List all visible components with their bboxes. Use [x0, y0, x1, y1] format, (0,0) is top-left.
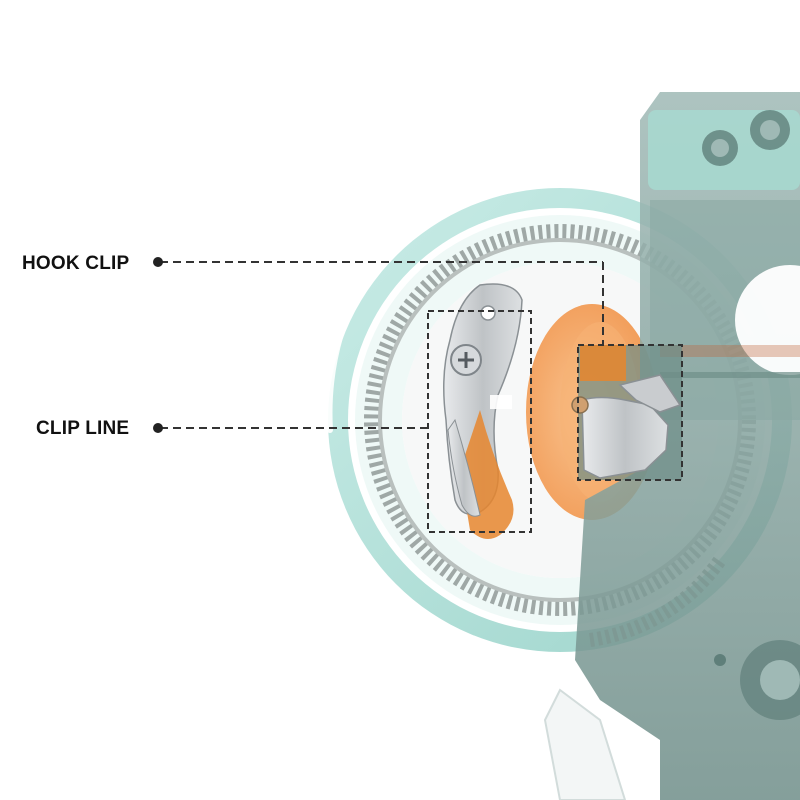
callout-line-hook-clip: [160, 261, 604, 345]
highlight-box-clip-line: [427, 310, 532, 533]
lower-gear-teeth: [588, 555, 726, 647]
clip-line-blade: [443, 283, 523, 539]
right-housing: [575, 92, 800, 800]
screw-icon: [450, 344, 482, 376]
callout-dot-icon: [153, 257, 163, 267]
highlight-box-hook-clip: [577, 344, 683, 481]
callout-dot-icon: [153, 423, 163, 433]
clip-line-label: CLIP LINE: [36, 418, 130, 439]
hook-clip-label: HOOK CLIP: [22, 253, 130, 274]
hook-clip-part: [571, 345, 682, 480]
cable: [543, 688, 627, 800]
